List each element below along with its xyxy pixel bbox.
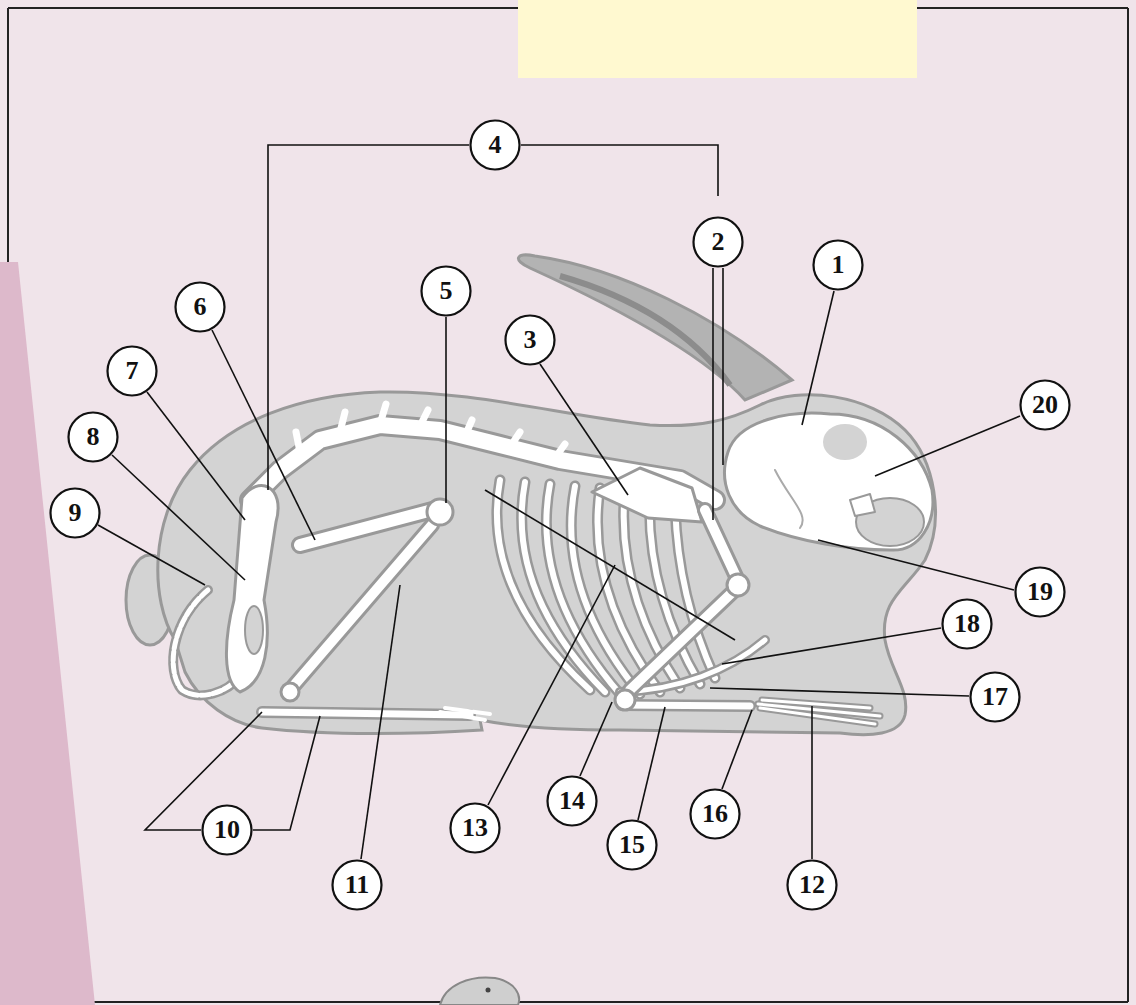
callout-circle: 9 xyxy=(49,487,101,539)
callout-circle: 4 xyxy=(469,119,521,171)
callout-number: 19 xyxy=(1027,579,1053,605)
callout-number: 11 xyxy=(345,872,370,898)
callout-circle: 6 xyxy=(174,281,226,333)
callout-number: 16 xyxy=(702,801,728,827)
callout-circle: 5 xyxy=(420,265,472,317)
callout-number: 10 xyxy=(214,817,240,843)
callout-circle-shape xyxy=(788,861,837,910)
callout-circle-shape xyxy=(51,489,100,538)
callout-number: 1 xyxy=(832,252,845,278)
callout-circle: 18 xyxy=(941,598,993,650)
callout-circle-shape xyxy=(506,316,555,365)
callout-circle-shape xyxy=(608,821,657,870)
callout-circle-shape xyxy=(943,600,992,649)
frame xyxy=(8,8,1128,1002)
cartoon-eye xyxy=(486,988,491,993)
skeleton xyxy=(173,404,933,724)
callout-circle: 19 xyxy=(1014,566,1066,618)
callout-circle-shape xyxy=(694,218,743,267)
callout-number: 7 xyxy=(126,358,139,384)
callout-circle: 8 xyxy=(67,411,119,463)
callout-circle-shape xyxy=(176,283,225,332)
callout-number: 8 xyxy=(87,424,100,450)
callout-circle-shape xyxy=(1016,568,1065,617)
callout-number: 5 xyxy=(440,278,453,304)
rabbit-silhouette xyxy=(126,255,935,735)
callout-circle-shape xyxy=(471,121,520,170)
callout-number: 3 xyxy=(524,327,537,353)
side-panel xyxy=(0,262,95,1005)
callout-circle: 10 xyxy=(201,804,253,856)
callout-circle: 13 xyxy=(449,802,501,854)
callout-circle: 7 xyxy=(106,345,158,397)
callout-number: 4 xyxy=(489,132,502,158)
callout-circle-shape xyxy=(691,790,740,839)
callout-circle: 17 xyxy=(969,671,1021,723)
callout-circle: 15 xyxy=(606,819,658,871)
callout-number: 17 xyxy=(982,684,1008,710)
callout-number: 2 xyxy=(712,229,725,255)
callout-circle: 3 xyxy=(504,314,556,366)
callout-circle-shape xyxy=(422,267,471,316)
callout-circle: 1 xyxy=(812,239,864,291)
callout-circle-shape xyxy=(451,804,500,853)
callout-number: 14 xyxy=(559,788,585,814)
callout-circle-shape xyxy=(1021,381,1070,430)
callout-number: 18 xyxy=(954,611,980,637)
callout-circle-shape xyxy=(203,806,252,855)
callout-circle-shape xyxy=(333,861,382,910)
title-panel xyxy=(518,0,917,78)
callout-circle-shape xyxy=(971,673,1020,722)
callout-circle: 2 xyxy=(692,216,744,268)
callout-number: 12 xyxy=(799,872,825,898)
callout-circle-shape xyxy=(108,347,157,396)
callout-number: 9 xyxy=(69,500,82,526)
callout-circle: 14 xyxy=(546,775,598,827)
callout-number: 13 xyxy=(462,815,488,841)
callout-circle: 20 xyxy=(1019,379,1071,431)
callout-number: 15 xyxy=(619,832,645,858)
callout-circle-shape xyxy=(548,777,597,826)
callout-circle-shape xyxy=(814,241,863,290)
leader-lines xyxy=(98,145,1020,859)
cartoon-rabbit xyxy=(440,977,519,1005)
callout-number: 20 xyxy=(1032,392,1058,418)
callout-number: 6 xyxy=(194,294,207,320)
callout-circle: 12 xyxy=(786,859,838,911)
callout-circle: 16 xyxy=(689,788,741,840)
callout-circle-shape xyxy=(69,413,118,462)
callout-circle: 11 xyxy=(331,859,383,911)
